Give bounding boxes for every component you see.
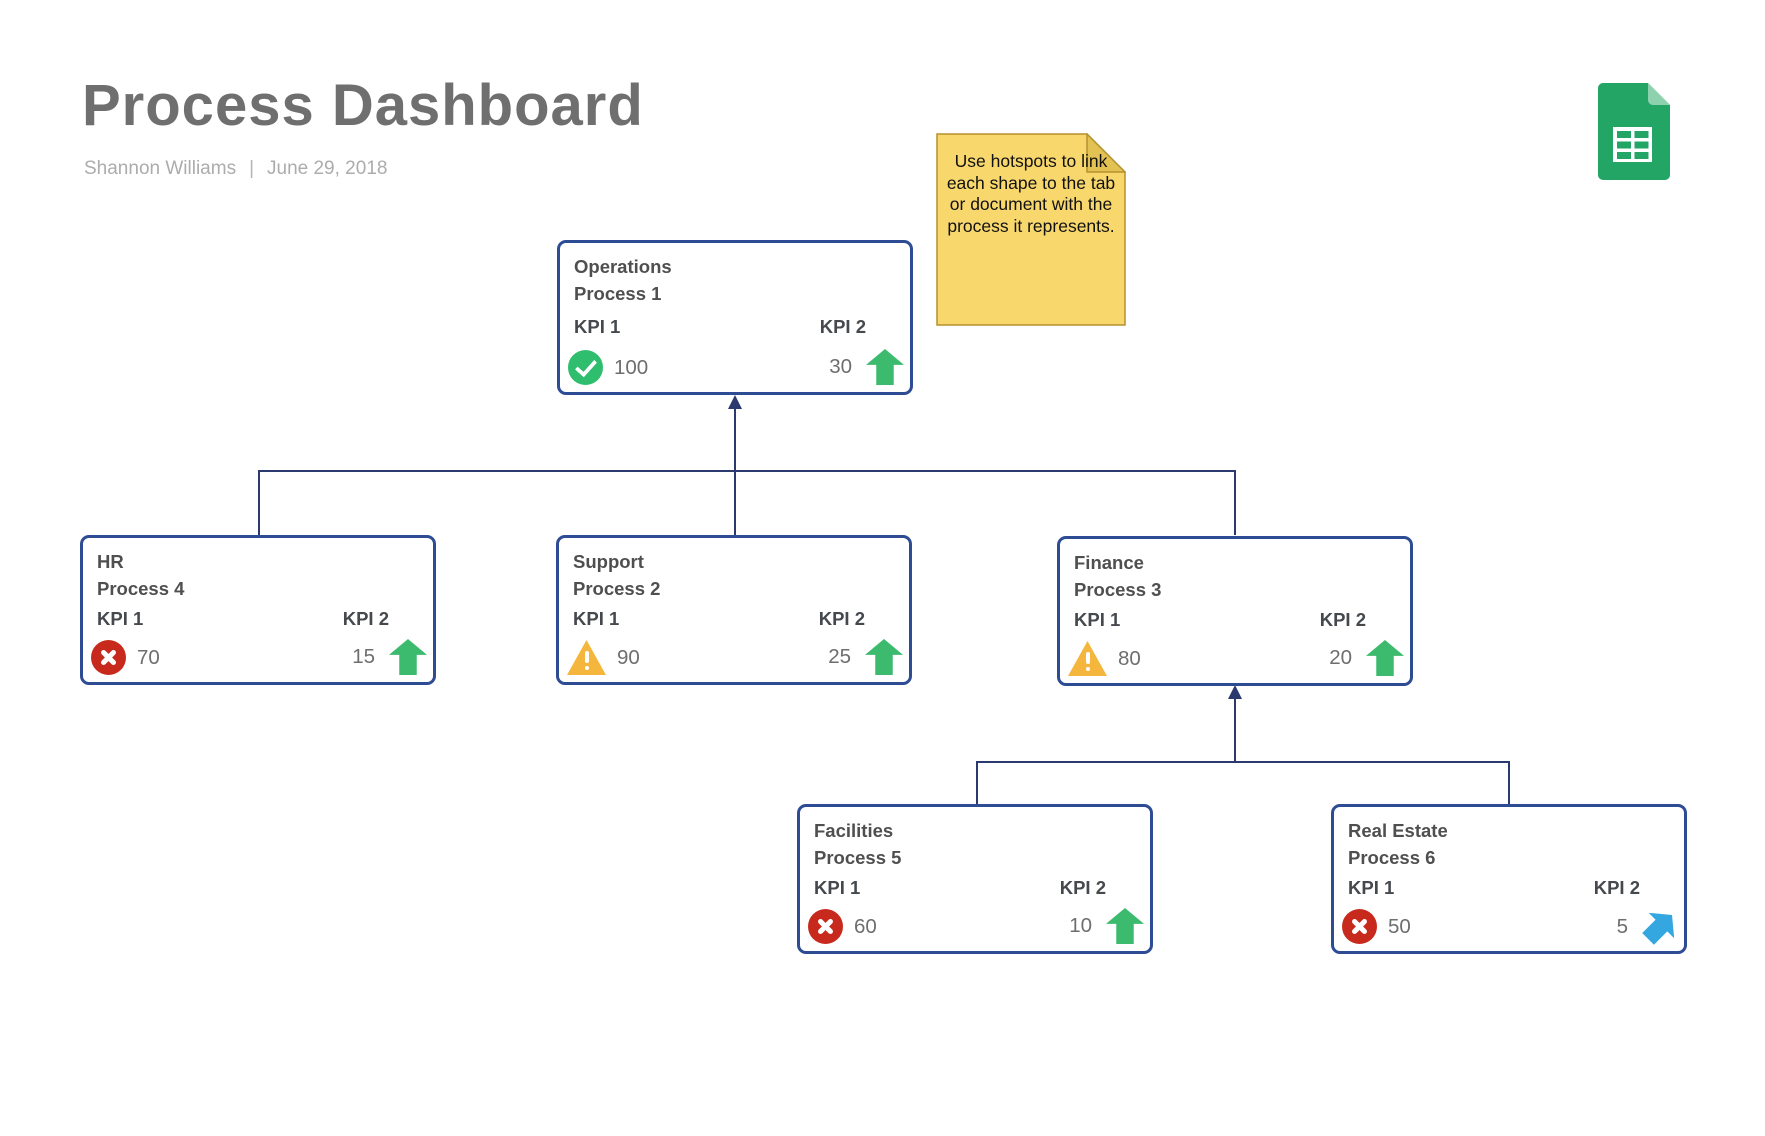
dept-name: Support [573,551,644,572]
kpi1-status: 80 [1068,641,1141,676]
x-circle-icon [1342,909,1377,944]
kpi2-status: 15 [352,639,427,675]
ne-arrow-icon [1635,902,1684,951]
kpi1-label: KPI 1 [573,608,620,629]
author-name: Shannon Williams [84,158,237,179]
kpi2-value: 10 [1069,914,1092,937]
process-name: Process 5 [814,847,902,868]
kpi1-label: KPI 1 [1074,609,1121,630]
connector-hr-drop [258,470,260,535]
kpi1-status: 60 [808,909,877,944]
kpi1-status: 100 [568,350,648,385]
kpi2-status: 10 [1069,908,1144,944]
kpi1-label: KPI 1 [97,608,144,629]
kpi1-status: 70 [91,640,160,675]
x-circle-icon [808,909,843,944]
kpi2-value: 15 [352,645,375,668]
subtitle-separator: | [249,158,255,179]
kpi2-label: KPI 2 [819,316,866,337]
kpi2-label: KPI 2 [1319,609,1366,630]
kpi2-status: 30 [829,349,904,385]
kpi1-value: 100 [614,355,649,379]
process-box-realestate[interactable]: Real Estate Process 6 KPI 1 KPI 2 50 5 [1331,804,1687,954]
dept-name: Facilities [814,820,894,841]
connector-arrow-finance [1228,685,1242,699]
kpi2-status: 20 [1329,640,1404,676]
page-subtitle: Shannon Williams | June 29, 2018 [84,158,387,180]
kpi2-value: 5 [1616,915,1628,938]
up-arrow-icon [1106,908,1144,944]
kpi1-value: 80 [1118,646,1141,670]
kpi2-label: KPI 2 [342,608,389,629]
kpi1-value: 60 [854,914,877,938]
dept-name: Operations [574,256,672,277]
connector-trunk-2 [976,761,1510,763]
up-arrow-icon [1366,640,1404,676]
box-title: Support Process 2 [573,548,660,602]
kpi1-value: 70 [137,645,160,669]
page-title: Process Dashboard [82,73,644,138]
kpi2-value: 25 [828,645,851,668]
connector-realestate-drop [1508,761,1510,804]
kpi2-value: 20 [1329,646,1352,669]
sticky-note: Use hotspots to link each shape to the t… [936,132,1127,326]
kpi1-value: 50 [1388,914,1411,938]
kpi1-status: 90 [567,640,640,675]
box-title: Operations Process 1 [574,253,672,307]
box-title: Real Estate Process 6 [1348,817,1448,871]
connector-trunk-1 [258,470,1236,472]
kpi1-value: 90 [617,645,640,669]
box-title: Facilities Process 5 [814,817,901,871]
process-box-finance[interactable]: Finance Process 3 KPI 1 KPI 2 80 20 [1057,536,1413,686]
google-sheets-icon [1598,83,1670,180]
connector-arrow-operations [728,395,742,409]
process-box-support[interactable]: Support Process 2 KPI 1 KPI 2 90 25 [556,535,912,685]
process-name: Process 4 [97,578,185,599]
kpi2-label: KPI 2 [818,608,865,629]
dept-name: Real Estate [1348,820,1448,841]
sticky-note-text: Use hotspots to link each shape to the t… [946,151,1116,236]
process-box-operations[interactable]: Operations Process 1 KPI 1 KPI 2 100 30 [557,240,913,395]
kpi2-label: KPI 2 [1059,877,1106,898]
connector-finance-stem [1234,697,1236,761]
dept-name: Finance [1074,552,1144,573]
up-arrow-icon [865,639,903,675]
box-title: Finance Process 3 [1074,549,1161,603]
up-arrow-icon [389,639,427,675]
kpi1-label: KPI 1 [1348,877,1395,898]
date-label: June 29, 2018 [267,158,388,179]
x-circle-icon [91,640,126,675]
kpi2-value: 30 [829,355,852,378]
process-box-facilities[interactable]: Facilities Process 5 KPI 1 KPI 2 60 10 [797,804,1153,954]
warning-triangle-icon [1068,641,1107,676]
connector-operations-stem [734,407,736,535]
process-name: Process 3 [1074,579,1162,600]
box-title: HR Process 4 [97,548,184,602]
kpi2-label: KPI 2 [1593,877,1640,898]
check-circle-icon [568,350,603,385]
process-name: Process 1 [574,283,662,304]
kpi2-status: 25 [828,639,903,675]
connector-facilities-drop [976,761,978,804]
kpi1-label: KPI 1 [814,877,861,898]
kpi1-label: KPI 1 [574,316,621,337]
process-name: Process 6 [1348,847,1436,868]
warning-triangle-icon [567,640,606,675]
up-arrow-icon [866,349,904,385]
process-box-hr[interactable]: HR Process 4 KPI 1 KPI 2 70 15 [80,535,436,685]
dept-name: HR [97,551,124,572]
kpi1-status: 50 [1342,909,1411,944]
process-name: Process 2 [573,578,661,599]
kpi2-status: 5 [1617,910,1678,944]
connector-finance-drop [1234,470,1236,535]
